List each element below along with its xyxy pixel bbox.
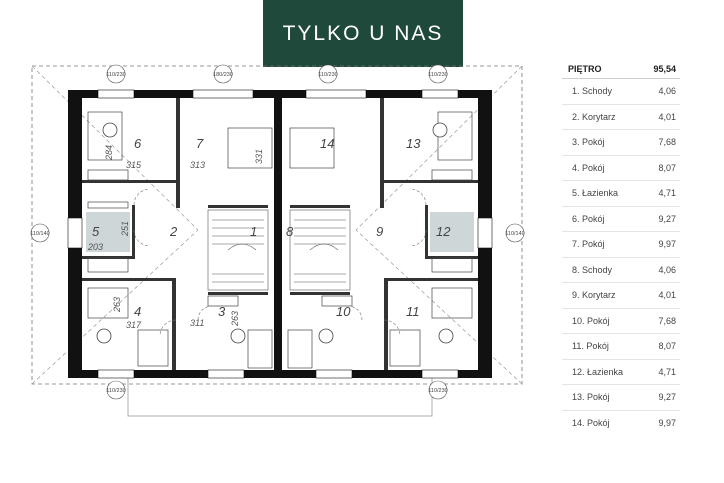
table-row: 7. Pokój 9,97 bbox=[562, 232, 680, 258]
room-number: 1 bbox=[250, 224, 257, 239]
area-table: PIĘTRO 95,54 1. Schody 4,06 2. Korytarz 4,0… bbox=[562, 60, 680, 435]
room-name: 10. Pokój bbox=[572, 315, 610, 326]
room-area: 9,27 bbox=[658, 392, 676, 403]
room-name: 11. Pokój bbox=[572, 341, 609, 352]
room-number: 7 bbox=[196, 136, 204, 151]
room-number: 10 bbox=[336, 304, 351, 319]
svg-text:110/230: 110/230 bbox=[106, 72, 125, 78]
table-row: 9. Korytarz 4,01 bbox=[562, 283, 680, 309]
floor-label: PIĘTRO bbox=[568, 64, 602, 74]
room-area: 8,07 bbox=[658, 162, 676, 173]
room-name: 13. Pokój bbox=[572, 392, 610, 403]
room-name: 12. Łazienka bbox=[572, 366, 624, 377]
room-number: 13 bbox=[406, 136, 421, 151]
room-number: 11 bbox=[406, 304, 420, 319]
table-header: PIĘTRO 95,54 bbox=[562, 60, 680, 79]
window-tag: 110/230 bbox=[106, 64, 126, 84]
table-row: 1. Schody 4,06 bbox=[562, 79, 680, 105]
room-name: 7. Pokój bbox=[572, 239, 605, 250]
svg-text:110/230: 110/230 bbox=[428, 388, 447, 394]
room-number: 3 bbox=[218, 304, 226, 319]
dimension-label: 251 bbox=[120, 221, 130, 237]
table-row: 14. Pokój 9,97 bbox=[562, 411, 680, 436]
room-name: 8. Schody bbox=[572, 264, 613, 275]
dimension-label: 284 bbox=[104, 145, 114, 161]
dimension-label: 263 bbox=[112, 297, 122, 313]
dimension-label: 311 bbox=[190, 318, 204, 328]
dimension-label: 331 bbox=[254, 149, 264, 164]
svg-text:180/230: 180/230 bbox=[213, 72, 233, 78]
room-area: 4,01 bbox=[658, 290, 676, 301]
room-name: 2. Korytarz bbox=[572, 111, 616, 122]
room-area: 8,07 bbox=[658, 341, 676, 352]
room-area: 7,68 bbox=[658, 137, 676, 148]
table-row: 12. Łazienka 4,71 bbox=[562, 360, 680, 385]
room-name: 1. Schody bbox=[572, 86, 613, 97]
room-name: 4. Pokój bbox=[572, 162, 605, 173]
room-name: 6. Pokój bbox=[572, 213, 605, 224]
table-row: 4. Pokój 8,07 bbox=[562, 156, 680, 181]
svg-text:110/140: 110/140 bbox=[30, 231, 49, 237]
dimension-label: 263 bbox=[230, 311, 240, 327]
svg-text:110/230: 110/230 bbox=[428, 72, 447, 78]
room-area: 4,06 bbox=[658, 86, 676, 97]
table-row: 8. Schody 4,06 bbox=[562, 258, 680, 283]
room-area: 9,97 bbox=[658, 417, 676, 428]
table-row: 6. Pokój 9,27 bbox=[562, 207, 680, 232]
room-number: 4 bbox=[134, 304, 141, 319]
room-number: 6 bbox=[134, 136, 142, 151]
floor-plan: 1 2 3 4 5 6 7 8 9 10 11 12 13 14 315 284… bbox=[30, 64, 525, 417]
room-name: 3. Pokój bbox=[572, 137, 605, 148]
window-tag: 110/140 bbox=[505, 223, 525, 243]
room-area: 9,97 bbox=[658, 239, 676, 250]
room-area: 9,27 bbox=[658, 213, 676, 224]
floor-total: 95,54 bbox=[653, 64, 676, 74]
svg-text:110/230: 110/230 bbox=[318, 72, 337, 78]
window-tag: 180/230 bbox=[213, 64, 233, 84]
svg-text:110/230: 110/230 bbox=[106, 388, 125, 394]
room-number: 2 bbox=[169, 224, 178, 239]
dimension-label: 203 bbox=[87, 242, 103, 252]
room-name: 5. Łazienka bbox=[572, 188, 619, 199]
room-number: 9 bbox=[376, 224, 383, 239]
dimension-label: 317 bbox=[126, 320, 142, 330]
room-area: 4,01 bbox=[658, 111, 676, 122]
promo-banner: TYLKO U NAS bbox=[263, 0, 463, 67]
room-number: 12 bbox=[436, 224, 451, 239]
room-area: 4,71 bbox=[658, 366, 676, 377]
room-name: 9. Korytarz bbox=[572, 290, 616, 301]
room-number: 8 bbox=[286, 224, 294, 239]
room-area: 4,71 bbox=[658, 188, 676, 199]
room-number: 5 bbox=[92, 224, 100, 239]
table-row: 11. Pokój 8,07 bbox=[562, 334, 680, 360]
table-row: 5. Łazienka 4,71 bbox=[562, 181, 680, 207]
table-row: 13. Pokój 9,27 bbox=[562, 385, 680, 411]
room-area: 7,68 bbox=[658, 315, 676, 326]
dimension-label: 313 bbox=[190, 160, 205, 170]
window-tag: 110/230 bbox=[318, 64, 338, 84]
room-area: 4,06 bbox=[658, 264, 676, 275]
window-tag: 110/230 bbox=[106, 380, 126, 400]
svg-text:110/140: 110/140 bbox=[505, 231, 524, 237]
table-row: 3. Pokój 7,68 bbox=[562, 130, 680, 156]
table-row: 2. Korytarz 4,01 bbox=[562, 105, 680, 130]
table-row: 10. Pokój 7,68 bbox=[562, 309, 680, 334]
window-tag: 110/230 bbox=[428, 380, 448, 400]
dimension-label: 315 bbox=[126, 160, 142, 170]
promo-banner-text: TYLKO U NAS bbox=[282, 21, 444, 45]
room-number: 14 bbox=[320, 136, 334, 151]
window-tag: 110/230 bbox=[428, 64, 448, 84]
window-tag: 110/140 bbox=[30, 223, 50, 243]
room-name: 14. Pokój bbox=[572, 417, 610, 428]
